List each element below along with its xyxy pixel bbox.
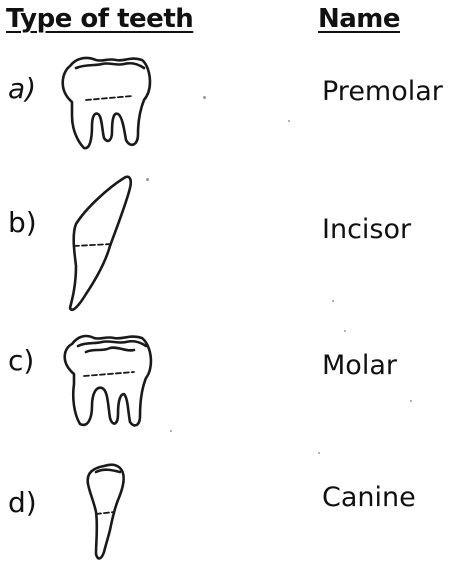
- list-item: b) Incisor: [0, 168, 453, 298]
- item-letter: b): [8, 206, 37, 239]
- tooth-name: Molar: [322, 350, 397, 381]
- item-letter: a): [8, 72, 36, 105]
- scan-speck: [344, 330, 346, 332]
- scan-speck: [332, 300, 334, 302]
- name-heading: Name: [318, 4, 400, 34]
- scan-speck: [203, 96, 206, 99]
- list-item: a) Premolar: [0, 46, 453, 176]
- scan-speck: [170, 430, 172, 432]
- scan-speck: [410, 400, 412, 402]
- scan-speck: [288, 120, 290, 122]
- tooth-name: Incisor: [322, 214, 411, 245]
- tooth-name: Premolar: [322, 76, 443, 107]
- molar-tooth-icon: [50, 322, 170, 432]
- list-item: d) Canine: [0, 446, 453, 576]
- scan-speck: [318, 452, 320, 454]
- item-letter: c): [8, 344, 34, 377]
- type-of-teeth-heading: Type of teeth: [6, 4, 193, 34]
- list-item: c) Molar: [0, 322, 453, 452]
- premolar-tooth-icon: [50, 46, 170, 156]
- canine-tooth-icon: [50, 446, 170, 566]
- scan-speck: [146, 178, 149, 181]
- tooth-name: Canine: [322, 482, 416, 513]
- item-letter: d): [8, 486, 37, 519]
- incisor-tooth-icon: [50, 168, 170, 318]
